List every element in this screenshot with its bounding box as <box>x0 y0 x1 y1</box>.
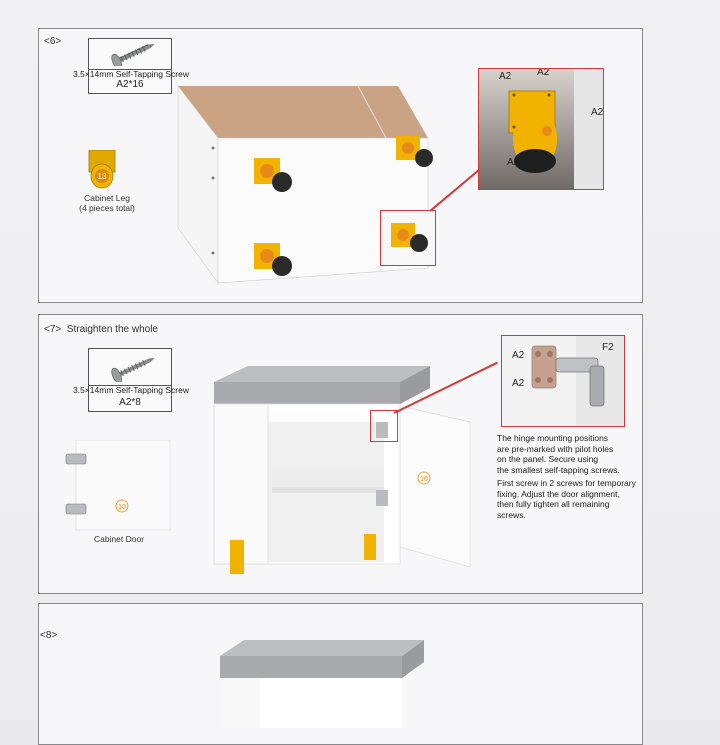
step-8-cabinet-preview <box>220 640 424 728</box>
step-7-title: Straighten the whole <box>66 324 158 335</box>
door-marker: 10 <box>118 504 126 511</box>
hinge-highlight-box <box>370 410 398 442</box>
cabinet-leg-caption-line1: Cabinet Leg <box>84 193 130 203</box>
step-6-screw-box: 3.5×14mm Self-Tapping Screw A2*16 <box>73 38 189 94</box>
cabinet-leg-caption: Cabinet Leg (4 pieces total) <box>72 193 142 213</box>
hinge-note-para2: First screw in 2 screws for temporary fi… <box>497 478 636 520</box>
cabinet-leg-icon: 13 <box>88 150 116 189</box>
detail-callout-a2-top: A2 <box>537 68 550 78</box>
hinge-detail-art <box>531 336 624 426</box>
leg-marker: 13 <box>98 172 107 181</box>
detail-callout-a2-right: A2 <box>591 107 604 118</box>
step-8-number: <8> <box>40 630 58 641</box>
cabinet-door-caption: Cabinet Door <box>93 534 145 544</box>
hinge-detail-photo: A2 A2 F2 <box>501 335 625 427</box>
cabinet-door-illustration: 10 <box>65 440 171 531</box>
cabinet-bottom-illustration <box>177 85 433 284</box>
hinge-note-para1: The hinge mounting positions are pre-mar… <box>497 433 620 475</box>
step-6-number: <6> <box>44 36 62 47</box>
hinge-callout-a2-top: A2 <box>512 350 525 361</box>
step-7-screw-qty: A2*8 <box>119 397 141 408</box>
detail-callout-a2-left: A2 <box>499 71 512 82</box>
screw-icon <box>111 357 155 382</box>
leg-detail-photo: A2 A2 A2 A2 <box>478 68 604 190</box>
highlight-box <box>380 210 436 266</box>
svg-text:10: 10 <box>420 476 428 483</box>
step-7-number: <7> Straighten the whole <box>44 324 158 335</box>
screw-icon <box>111 43 155 66</box>
step-6-screw-spec: 3.5×14mm Self-Tapping Screw <box>73 69 189 79</box>
step-7-screw-spec: 3.5×14mm Self-Tapping Screw <box>73 385 189 395</box>
hinge-callout-a2-bottom: A2 <box>512 378 525 389</box>
step-6-screw-qty: A2*16 <box>116 79 144 90</box>
cabinet-leg-caption-line2: (4 pieces total) <box>79 203 135 213</box>
detail-callout-a2-bottom: A2 <box>507 157 520 168</box>
highlight-leg <box>391 223 428 252</box>
leg-detail-art <box>508 69 603 189</box>
hinge-callout-f2: F2 <box>602 342 614 353</box>
assembled-cabinet-illustration: 10 <box>213 366 471 574</box>
step-7-screw-box: 3.5×14mm Self-Tapping Screw A2*8 <box>73 348 189 412</box>
